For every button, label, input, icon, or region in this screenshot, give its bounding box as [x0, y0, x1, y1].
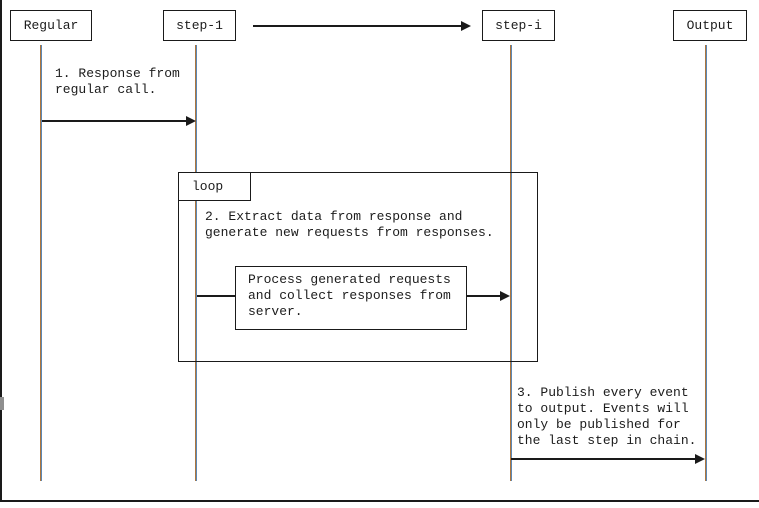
process-connector-left-line [197, 295, 235, 297]
message-1-arrow-head-icon [186, 116, 196, 126]
loop-label: loop [178, 172, 251, 201]
participant-regular: Regular [10, 10, 92, 41]
participant-output: Output [673, 10, 747, 41]
lifeline-step-1 [195, 45, 197, 481]
process-arrow-head-icon [500, 291, 510, 301]
message-1-label: 1. Response from regular call. [55, 66, 180, 97]
frame-left-border [0, 0, 2, 502]
message-3-arrow-line [511, 458, 697, 460]
process-connector-right-line [467, 295, 502, 297]
lifeline-step-i [510, 45, 512, 481]
message-3-label: 3. Publish every event to output. Events… [517, 385, 697, 448]
lifeline-output [705, 45, 707, 481]
participant-step-1: step-1 [163, 10, 236, 41]
loop-frame [178, 172, 538, 362]
message-3-arrow-head-icon [695, 454, 705, 464]
frame-bottom-border [0, 500, 759, 502]
process-box-label: Process generated requests and collect r… [248, 272, 451, 319]
frame-left-notch [0, 397, 4, 410]
process-box: Process generated requests and collect r… [235, 266, 467, 330]
message-1-arrow-line [42, 120, 188, 122]
participant-step-i: step-i [482, 10, 555, 41]
chain-arrow-line [253, 25, 463, 27]
chain-arrow-head-icon [461, 21, 471, 31]
message-2-label: 2. Extract data from response and genera… [205, 209, 494, 240]
lifeline-regular [40, 45, 42, 481]
